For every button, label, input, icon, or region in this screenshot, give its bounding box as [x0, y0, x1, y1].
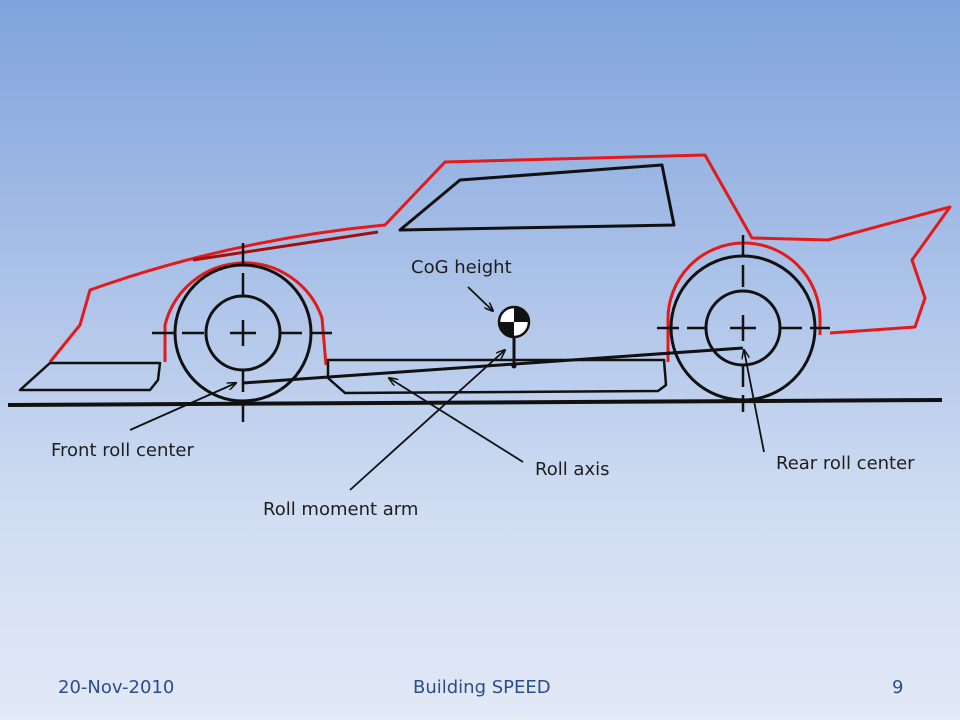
rear-roll-center-label: Rear roll center [776, 453, 915, 474]
ground-line [7, 398, 943, 407]
footer-page-number: 9 [892, 677, 904, 698]
front-wheel [152, 243, 334, 424]
front-fender-arch [163, 261, 328, 366]
cog-height-arrow [467, 286, 493, 311]
rear-fender-arch [666, 241, 822, 362]
hood-crease-line [192, 230, 379, 262]
cog-height-label: CoG height [411, 257, 512, 278]
footer-title: Building SPEED [413, 677, 551, 698]
rear-roll-center-arrow [744, 350, 765, 453]
roll-axis-label: Roll axis [535, 459, 610, 480]
roll-axis-point [511, 363, 517, 369]
roll-moment-arm-label: Roll moment arm [263, 499, 419, 520]
roll-axis-arrow [389, 378, 524, 463]
car-body-outline [48, 153, 952, 363]
roll-axis-line [242, 346, 744, 385]
front-roll-center-label: Front roll center [51, 440, 194, 461]
roll-moment-arm-arrow [349, 350, 505, 491]
rear-wheel [657, 235, 830, 412]
front-splitter [18, 361, 162, 392]
footer-date: 20-Nov-2010 [58, 677, 175, 698]
cog-symbol [497, 305, 531, 339]
side-window [398, 163, 676, 232]
front-roll-center-arrow [129, 383, 236, 431]
